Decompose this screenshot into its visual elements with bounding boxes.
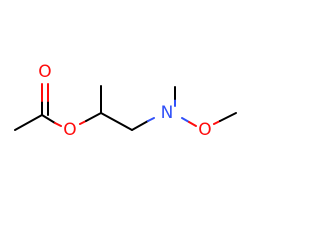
bond-carbonyl-ester-oxygen-red (54, 122, 62, 127)
chemical-structure: O O N O (14, 62, 237, 140)
bond-nitrogen-oxygen-blue (181, 117, 190, 123)
bond-oxygen-methyl-red (213, 120, 221, 125)
bond-methine-methylene (100, 112, 133, 131)
ester-oxygen-label: O (63, 120, 76, 140)
bond-methyl-carbonyl (14, 114, 43, 131)
methoxy-oxygen-label: O (198, 120, 211, 140)
bond-ester-oxygen-methine (85, 112, 102, 122)
nitrogen-label: N (161, 103, 174, 123)
bond-methylene-nitrogen-blue (147, 117, 155, 122)
bond-oxygen-methyl (219, 112, 237, 122)
bond-nitrogen-oxygen-red (188, 121, 197, 127)
bond-methylene-nitrogen (131, 120, 149, 131)
bond-ester-oxygen-methine-red (79, 120, 87, 125)
carbonyl-oxygen-label: O (38, 62, 51, 82)
bond-carbonyl-ester-oxygen (41, 114, 56, 124)
